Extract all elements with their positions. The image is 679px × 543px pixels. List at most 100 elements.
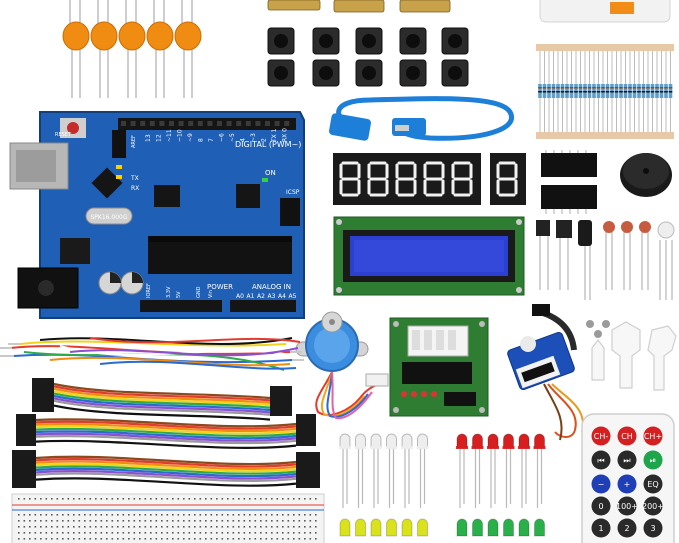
remote-button xyxy=(643,426,663,446)
led xyxy=(472,518,483,537)
ioref-label: IOREF xyxy=(146,283,152,298)
led xyxy=(534,433,545,449)
led xyxy=(339,433,351,449)
remote-button xyxy=(591,450,611,470)
remote-button xyxy=(591,496,611,516)
icsp-label: ICSP xyxy=(286,189,300,196)
led xyxy=(417,433,428,449)
rx-label: RX xyxy=(131,185,139,192)
seven-segment-displays xyxy=(333,153,526,205)
ribbon-jumper-wires xyxy=(12,378,320,488)
led xyxy=(386,433,397,449)
analog-pin-label: A1 xyxy=(247,293,255,300)
analog-pin-label: A0 xyxy=(236,293,244,300)
pin-label: 7 xyxy=(208,138,215,142)
remote-button xyxy=(617,474,637,494)
tactile-push-buttons xyxy=(267,27,469,87)
analog-pin-label: A5 xyxy=(289,293,297,300)
led xyxy=(370,433,382,449)
led xyxy=(401,518,413,537)
remote-button xyxy=(617,426,637,446)
led xyxy=(518,518,530,537)
remote-button-label: 1 xyxy=(598,524,603,533)
led xyxy=(456,518,468,537)
pin-label: TX 1 xyxy=(271,128,278,143)
white-leds xyxy=(339,433,429,508)
remote-button-label: CH xyxy=(621,432,633,441)
usb-cable xyxy=(329,96,514,141)
analog-pin-label: A2 xyxy=(257,293,265,300)
screws xyxy=(586,320,610,338)
pin-label: RX 0 xyxy=(282,128,289,142)
remote-button xyxy=(591,474,611,494)
remote-button-label: 200+ xyxy=(642,502,664,511)
led xyxy=(355,433,366,449)
led xyxy=(503,518,514,537)
led xyxy=(503,433,514,449)
led xyxy=(487,518,499,537)
servo-horns xyxy=(591,321,677,391)
led xyxy=(487,433,499,449)
pin-label: 12 xyxy=(156,134,163,142)
red-leds xyxy=(456,433,546,508)
stepper-driver-board xyxy=(389,317,489,417)
pin-label: ~9 xyxy=(187,133,194,142)
resistor-strip xyxy=(536,44,674,139)
on-label: ON xyxy=(265,169,276,177)
jumper-wire-bundle xyxy=(9,337,301,371)
remote-button-label: 100+ xyxy=(616,502,638,511)
power-label: POWER xyxy=(207,283,233,291)
remote-button-label: − xyxy=(598,480,605,489)
breadboard xyxy=(11,493,325,543)
pin-label: 2 xyxy=(261,138,268,142)
reset-label: RESET xyxy=(55,132,72,138)
led xyxy=(339,518,351,537)
gnd-label: GND xyxy=(196,286,202,298)
pin-label: ~6 xyxy=(219,133,226,142)
led xyxy=(472,433,483,449)
ceramic-capacitors xyxy=(62,0,202,98)
remote-button xyxy=(643,450,663,470)
remote-button-label: ⏯ xyxy=(650,456,656,465)
led xyxy=(456,433,468,449)
servo-motor xyxy=(507,304,585,441)
pin-headers xyxy=(267,0,451,13)
remote-button-label: 3 xyxy=(650,524,655,533)
remote-button-label: 2 xyxy=(624,524,629,533)
v33-label: 3.3V xyxy=(166,286,172,298)
remote-button xyxy=(591,518,611,538)
pin-label: ~5 xyxy=(229,133,236,142)
crystal-label: SPK16.000G xyxy=(90,214,127,221)
remote-button xyxy=(643,518,663,538)
ic-chips xyxy=(541,150,597,214)
yellow-leds xyxy=(339,518,428,537)
v5-label: 5V xyxy=(176,291,182,298)
stepper-motor xyxy=(295,311,389,420)
remote-button-label: 0 xyxy=(598,502,603,511)
component-box xyxy=(539,0,671,23)
digital-label: DIGITAL (PWM~) xyxy=(235,140,301,149)
remote-button xyxy=(591,426,611,446)
remote-button xyxy=(617,496,637,516)
small-sensors xyxy=(536,220,675,300)
remote-button-label: CH+ xyxy=(644,432,662,441)
remote-button-label: ⏮ xyxy=(597,456,604,465)
led xyxy=(370,518,382,537)
pin-label: 13 xyxy=(145,134,152,142)
vin-label: Vin xyxy=(208,290,214,298)
pin-label: ~10 xyxy=(177,129,184,142)
remote-button-label: CH- xyxy=(594,432,609,441)
aref-label: AREF xyxy=(131,135,137,148)
remote-button xyxy=(617,518,637,538)
remote-button xyxy=(643,474,663,494)
analog-in-label: ANALOG IN xyxy=(252,283,291,291)
arduino-uno-board: SPK16.000G DIGITAL (PWM~) POWER ANALOG I… xyxy=(9,111,305,319)
led xyxy=(355,518,366,537)
analog-pin-label: A3 xyxy=(268,293,276,300)
pin-label: 8 xyxy=(198,138,205,142)
pin-label: ~3 xyxy=(250,133,257,142)
pin-label: ~11 xyxy=(166,129,173,142)
remote-button xyxy=(617,450,637,470)
jumper-pin-tips xyxy=(0,343,304,361)
